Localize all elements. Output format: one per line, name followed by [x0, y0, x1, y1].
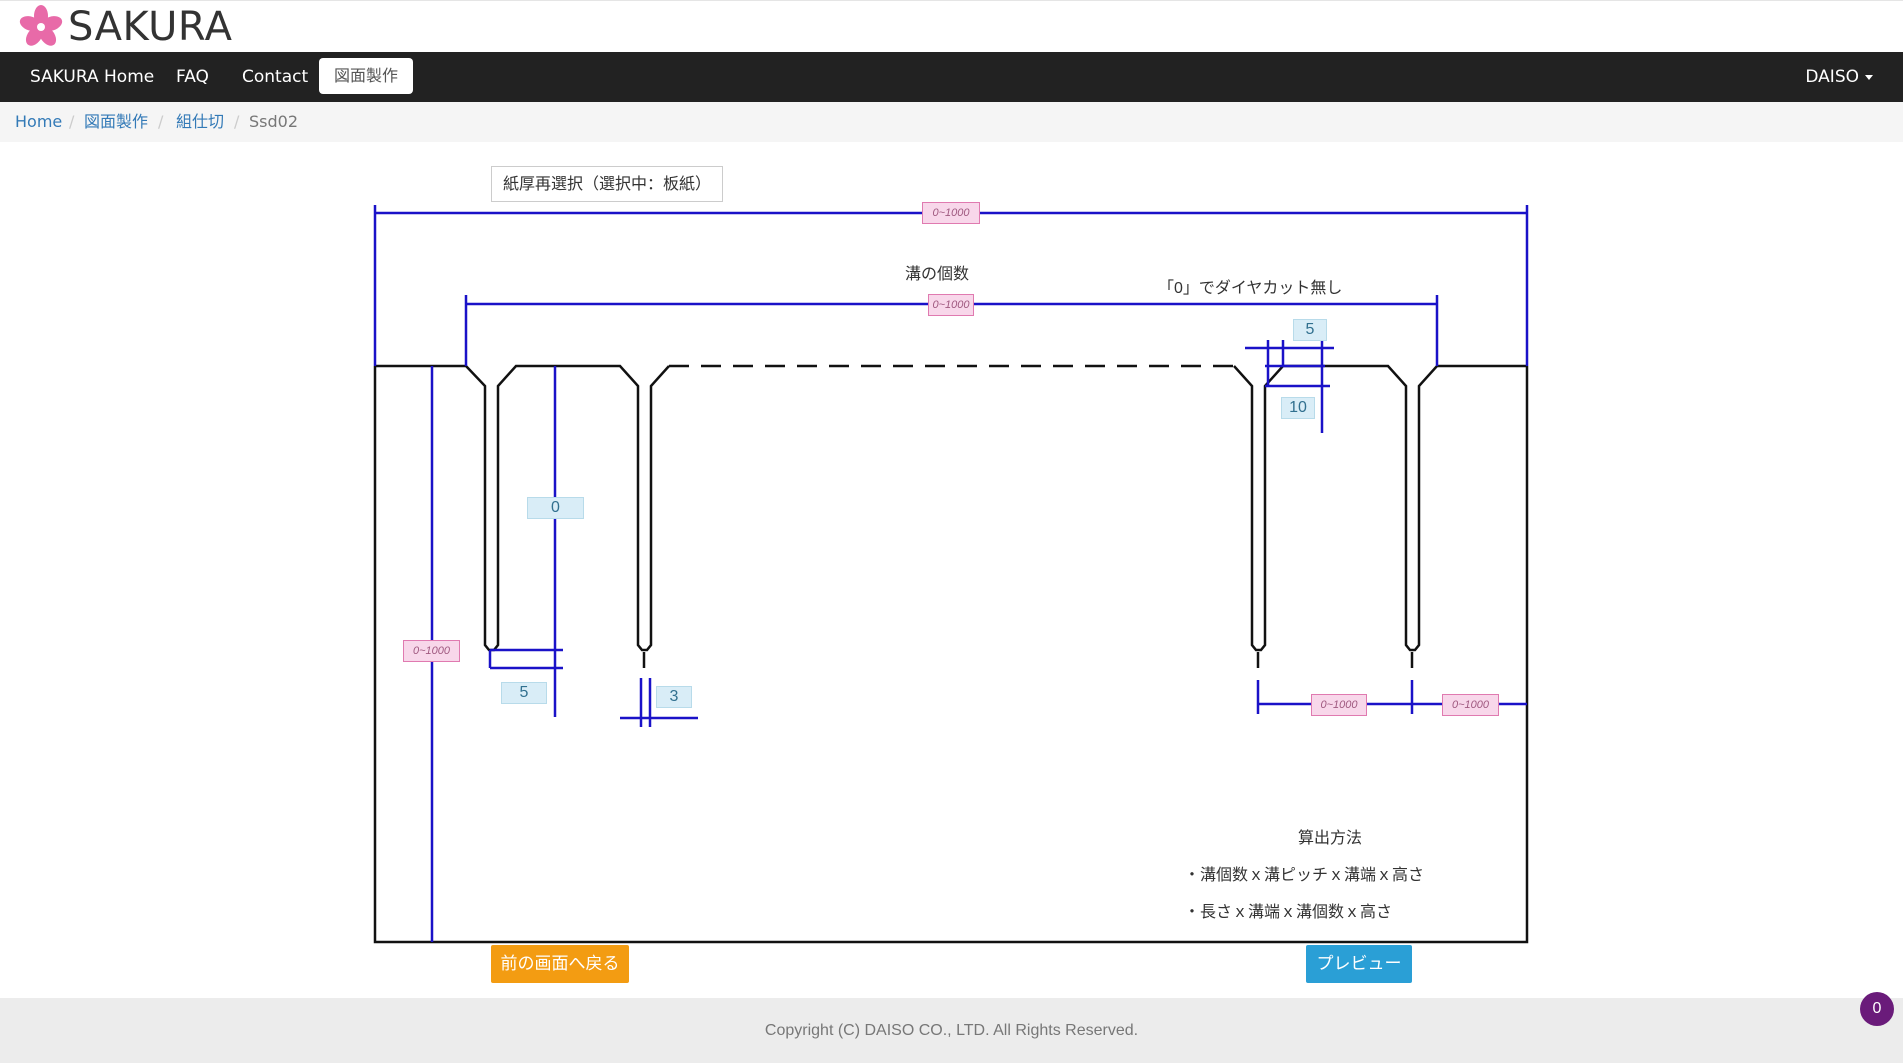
user-menu[interactable]: DAISO	[1805, 52, 1873, 102]
calc-method-line1: ・溝個数ｘ溝ピッチｘ溝端ｘ高さ	[1184, 867, 1425, 884]
calc-method-title: 算出方法	[1298, 830, 1363, 847]
reselect-paper-button[interactable]: 紙厚再選択（選択中：板紙）	[491, 166, 723, 202]
overall-width-input[interactable]: 0~1000	[922, 202, 980, 224]
nav-faq[interactable]: FAQ	[176, 67, 209, 87]
footer: Copyright (C) DAISO CO., LTD. All Rights…	[0, 998, 1903, 1063]
breadcrumb-separator: /	[234, 112, 240, 131]
groove-span-input[interactable]: 0~1000	[928, 294, 974, 316]
part-outline	[373, 364, 1529, 944]
calc-method-line2: ・長さｘ溝端ｘ溝個数ｘ高さ	[1184, 904, 1393, 921]
brand-header: SAKURA	[0, 0, 1903, 53]
breadcrumb: Home / 図面製作 / 組仕切 / Ssd02	[0, 102, 1903, 142]
brand-name: SAKURA	[68, 4, 233, 50]
chamfer-width-input[interactable]: 5	[1293, 319, 1327, 341]
slit-width-input[interactable]: 3	[656, 686, 692, 708]
caret-down-icon	[1865, 74, 1873, 80]
preview-button[interactable]: プレビュー	[1306, 945, 1412, 983]
diamond-cut-depth-input[interactable]: 0	[527, 497, 584, 519]
brand-logo[interactable]: SAKURA	[18, 4, 232, 50]
height-input[interactable]: 0~1000	[403, 640, 460, 662]
nav-sakura-home[interactable]: SAKURA Home	[30, 67, 155, 87]
main-navbar: SAKURA Home FAQ Contact 図面製作 DAISO	[0, 52, 1903, 102]
nav-contact[interactable]: Contact	[242, 67, 309, 87]
nav-drawing-production[interactable]: 図面製作	[319, 58, 414, 94]
notification-badge[interactable]: 0	[1860, 992, 1894, 1026]
diamond-cut-note: 「0」でダイヤカット無し	[1158, 280, 1343, 297]
breadcrumb-partition[interactable]: 組仕切	[176, 112, 225, 131]
back-button[interactable]: 前の画面へ戻る	[491, 945, 629, 983]
breadcrumb-drawing[interactable]: 図面製作	[84, 112, 149, 131]
copyright-text: Copyright (C) DAISO CO., LTD. All Rights…	[764, 1022, 1139, 1039]
user-name: DAISO	[1805, 67, 1859, 87]
breadcrumb-separator: /	[69, 112, 75, 131]
groove-bottom-width-input[interactable]: 5	[501, 682, 547, 704]
breadcrumb-current: Ssd02	[249, 112, 299, 131]
chamfer-depth-input[interactable]: 10	[1281, 397, 1315, 419]
breadcrumb-separator: /	[158, 112, 164, 131]
groove-pitch-input[interactable]: 0~1000	[1311, 694, 1367, 716]
groove-count-label: 溝の個数	[905, 266, 970, 283]
groove-end-input[interactable]: 0~1000	[1442, 694, 1499, 716]
breadcrumb-home[interactable]: Home	[15, 112, 63, 131]
sakura-flower-icon	[19, 5, 63, 46]
